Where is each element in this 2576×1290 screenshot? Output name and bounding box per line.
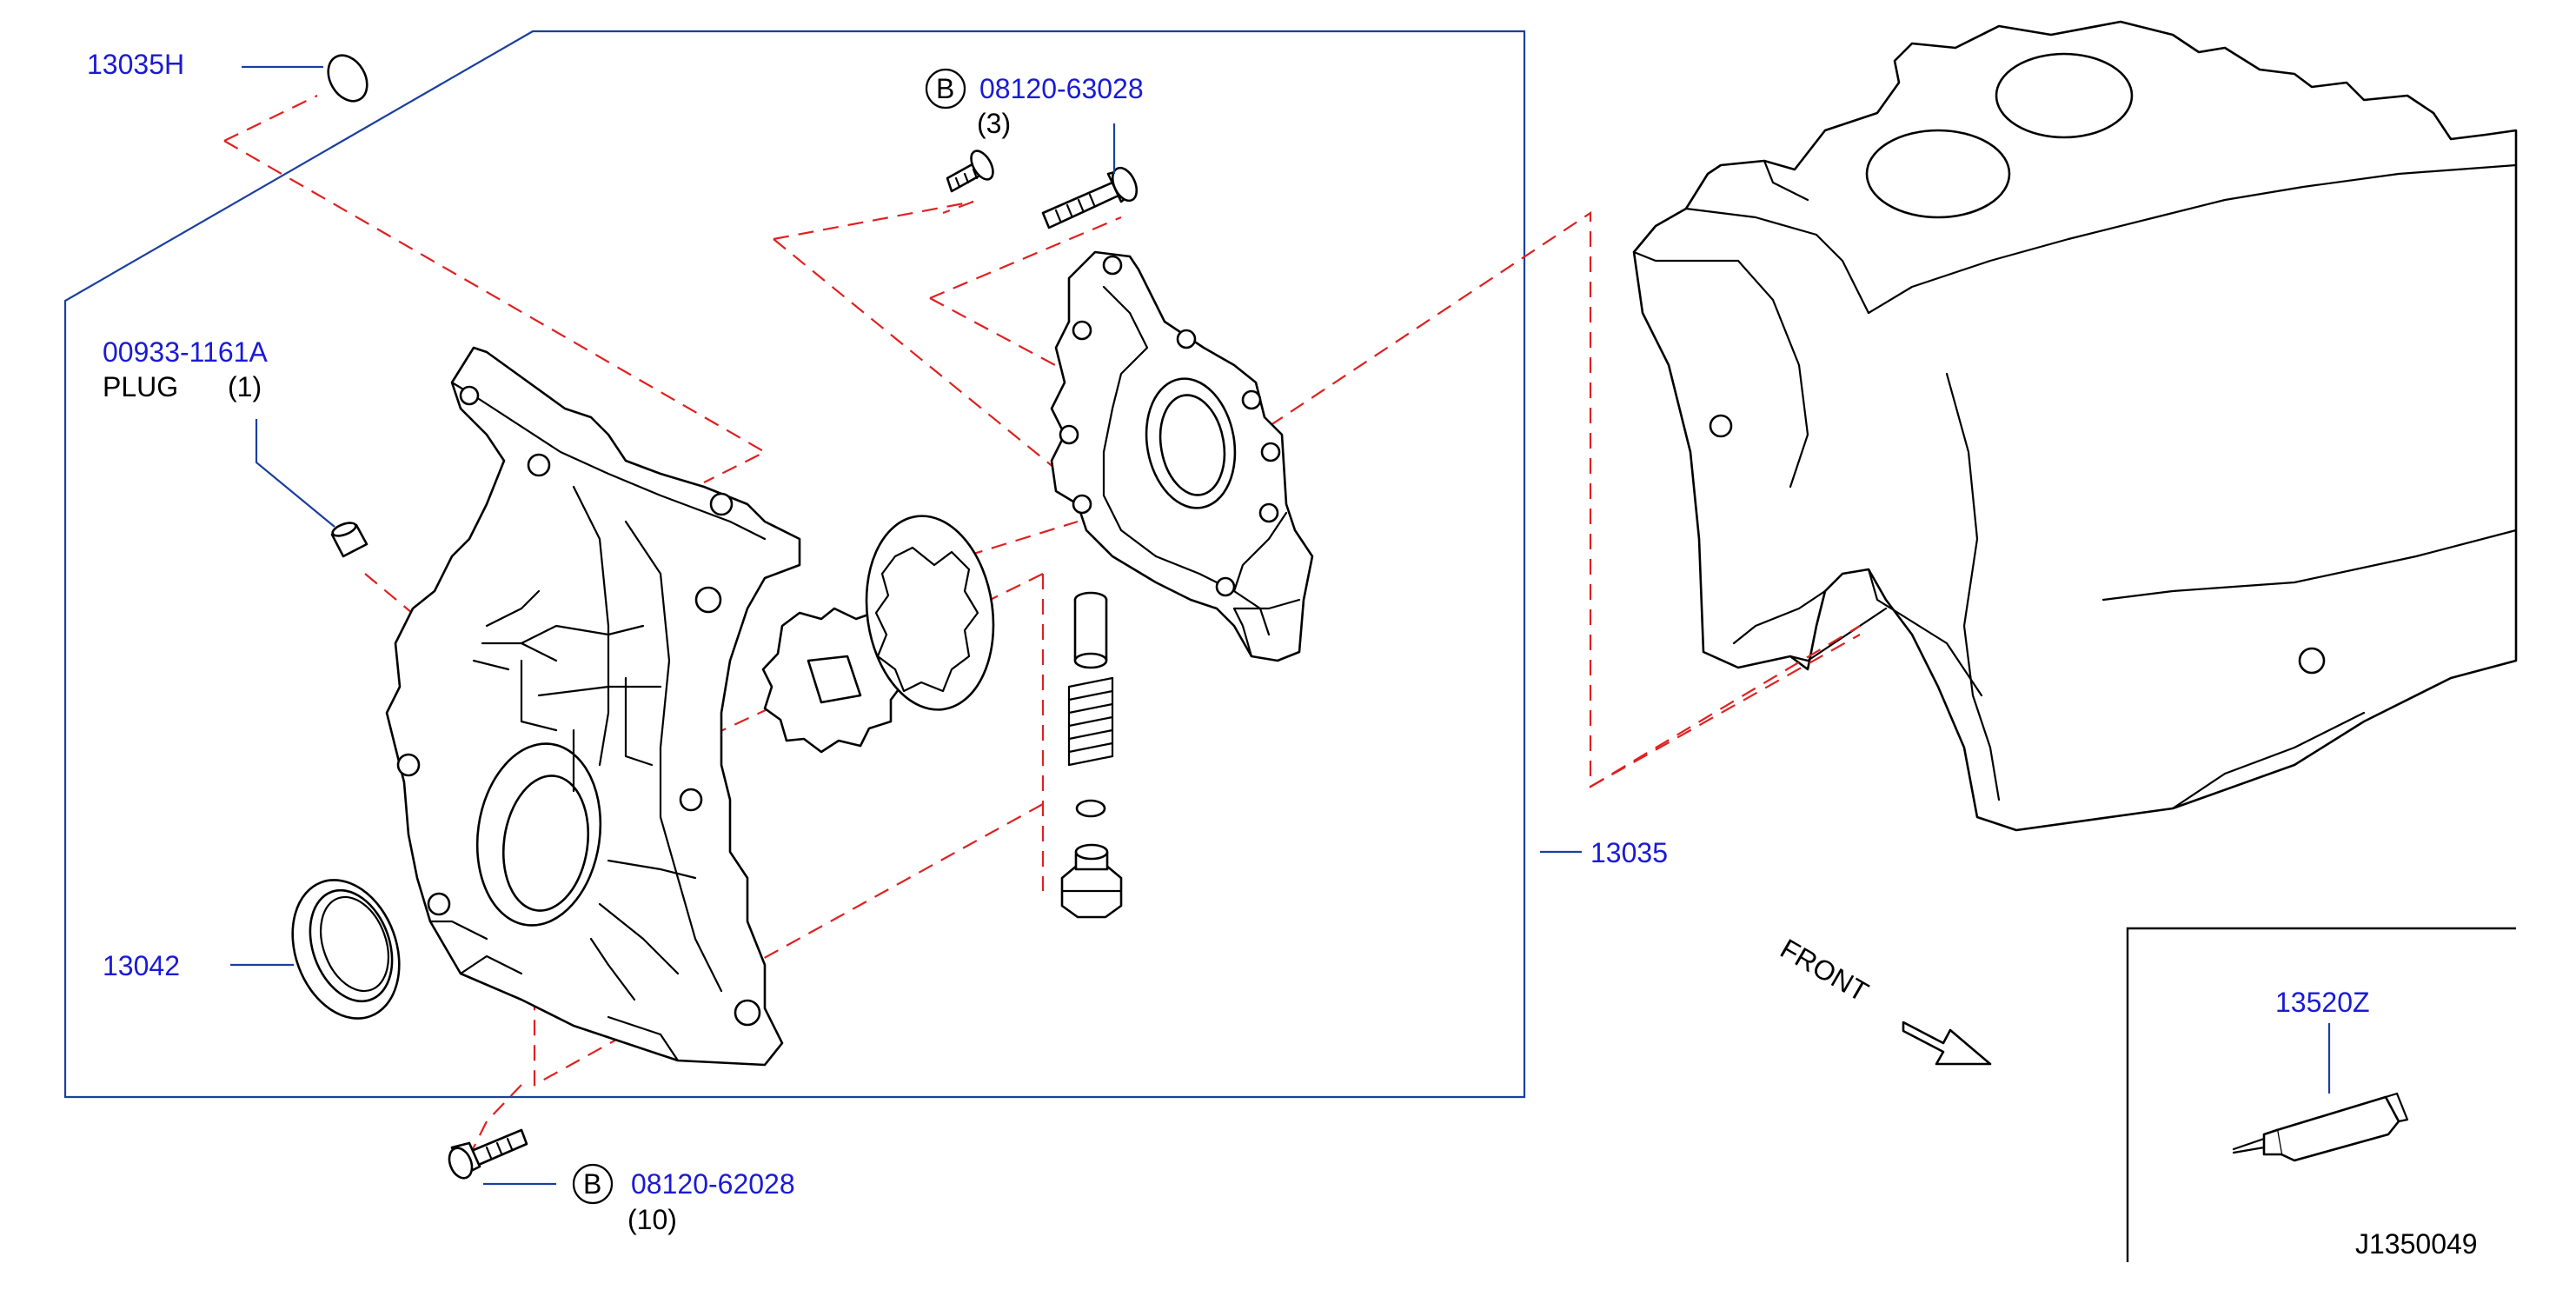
oil-pump-inner-gear-drawing xyxy=(761,607,906,754)
label-plug-name: PLUG xyxy=(103,371,178,402)
plug-drawing xyxy=(330,522,368,558)
cylinder-block-drawing xyxy=(1632,20,2518,832)
front-arrow-icon xyxy=(1902,1021,1992,1066)
relief-valve-drawing xyxy=(1060,591,1123,919)
bolt-code-circle-lower xyxy=(572,1163,614,1205)
label-diagram-id: J1350049 xyxy=(2355,1228,2478,1260)
label-plug-qty: (1) xyxy=(228,371,262,402)
label-13520z[interactable]: 13520Z xyxy=(2275,987,2370,1018)
label-08120-62028[interactable]: 08120-62028 xyxy=(631,1168,795,1200)
label-13035[interactable]: 13035 xyxy=(1590,837,1668,868)
front-timing-cover-drawing xyxy=(385,346,801,1067)
label-13042[interactable]: 13042 xyxy=(103,950,180,981)
label-bolt-upper-qty: (3) xyxy=(977,108,1011,139)
leader-lines xyxy=(230,65,2331,1186)
label-13035h[interactable]: 13035H xyxy=(87,49,184,80)
oil-pump-outer-rotor-drawing xyxy=(865,515,995,711)
front-oil-seal-drawing xyxy=(291,879,401,1020)
assembly-frame xyxy=(63,30,1526,1099)
label-front: FRONT xyxy=(1776,933,1874,1007)
seal-plug-drawing xyxy=(327,54,368,103)
label-00933-1161a[interactable]: 00933-1161A xyxy=(103,336,268,368)
bolt-code-circle-upper xyxy=(925,68,966,110)
label-bolt-lower-code: B xyxy=(583,1168,601,1200)
label-bolt-upper-code: B xyxy=(936,73,954,104)
lower-bolt-drawing xyxy=(448,1128,528,1180)
sealant-inset-box xyxy=(2126,927,2516,1262)
sealant-tube-drawing xyxy=(2232,1092,2409,1162)
label-bolt-lower-qty: (10) xyxy=(627,1204,677,1235)
label-08120-63028[interactable]: 08120-63028 xyxy=(979,73,1144,104)
oil-pump-body-drawing xyxy=(1050,250,1314,662)
upper-bolts-drawing xyxy=(946,150,1139,229)
